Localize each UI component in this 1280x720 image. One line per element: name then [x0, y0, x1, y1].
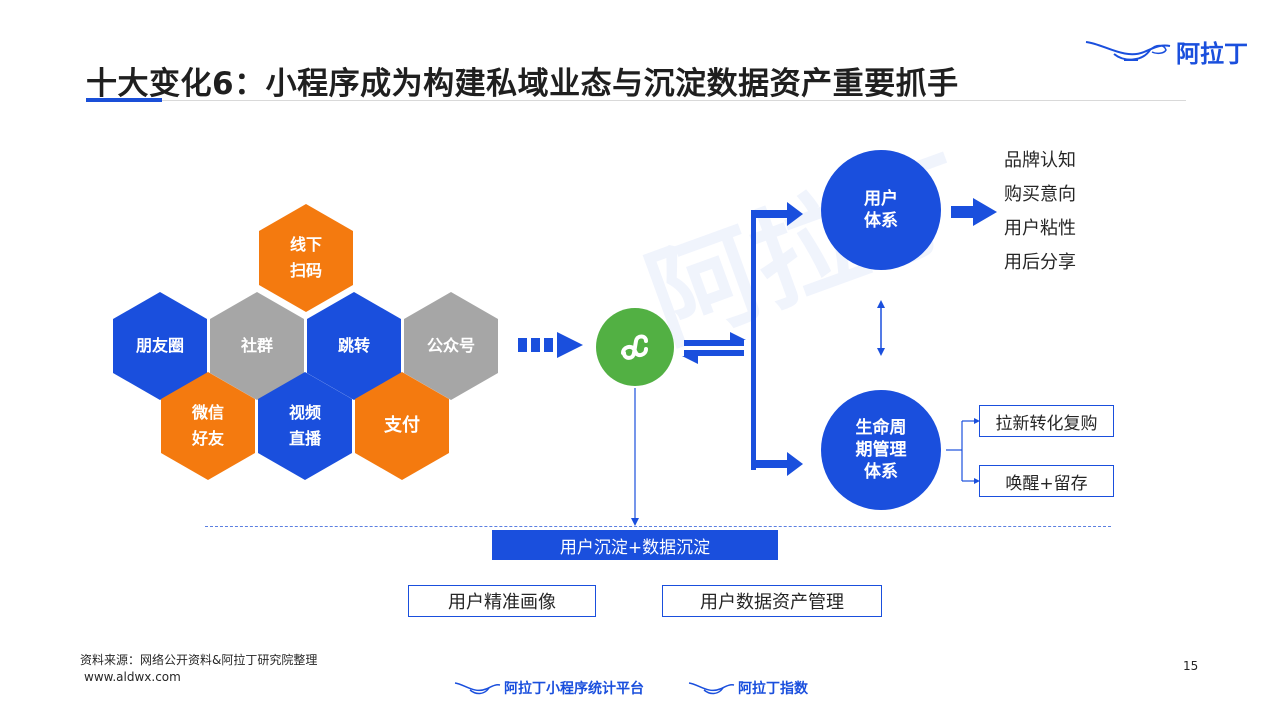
title-divider [86, 100, 1186, 101]
arrow-to-user-items [973, 198, 997, 226]
list-item: 用后分享 [1004, 252, 1076, 273]
lamp-icon [688, 682, 735, 695]
page-title: 十大变化6：小程序成为构建私域业态与沉淀数据资产重要抓手 [86, 66, 959, 102]
sediment-label: 用户沉淀+数据沉淀 [492, 530, 778, 560]
list-item: 品牌认知 [1004, 150, 1076, 171]
bidirectional-arrow [682, 332, 746, 364]
box-user-profile: 用户精准画像 [408, 585, 596, 617]
dashed-separator [205, 526, 1111, 527]
title-accent-bar [86, 98, 162, 102]
list-item: 购买意向 [1004, 184, 1076, 205]
lifecycle-box-retain: 唤醒+留存 [979, 465, 1114, 497]
lifecycle-box-acquire: 拉新转化复购 [979, 405, 1114, 437]
user-system-list: 品牌认知 购买意向 用户粘性 用后分享 [1004, 144, 1076, 280]
list-item: 用户粘性 [1004, 218, 1076, 239]
footer-url: www.aldwx.com [84, 670, 181, 684]
lamp-icon [1085, 41, 1171, 61]
arrow-to-user-system [787, 202, 803, 226]
user-system-circle: 用户体系 [821, 150, 941, 270]
logo-text: 阿拉丁 [1176, 40, 1248, 68]
bracket-vertical [751, 212, 756, 470]
arrow-to-lifecycle [787, 452, 803, 476]
box-user-data-asset: 用户数据资产管理 [662, 585, 882, 617]
hex-weixin: 微信好友 [161, 372, 255, 480]
dashed-arrow-right [518, 332, 583, 358]
lamp-icon [454, 682, 501, 695]
page-number: 15 [1183, 659, 1199, 673]
source-note: 资料来源：网络公开资料&阿拉丁研究院整理 [80, 653, 318, 667]
mini-program-logo-icon [621, 334, 648, 360]
brand-logo: 阿拉丁 [1084, 30, 1254, 70]
mini-program-icon [596, 308, 674, 386]
lifecycle-circle: 生命周 期管理 体系 [821, 390, 941, 510]
